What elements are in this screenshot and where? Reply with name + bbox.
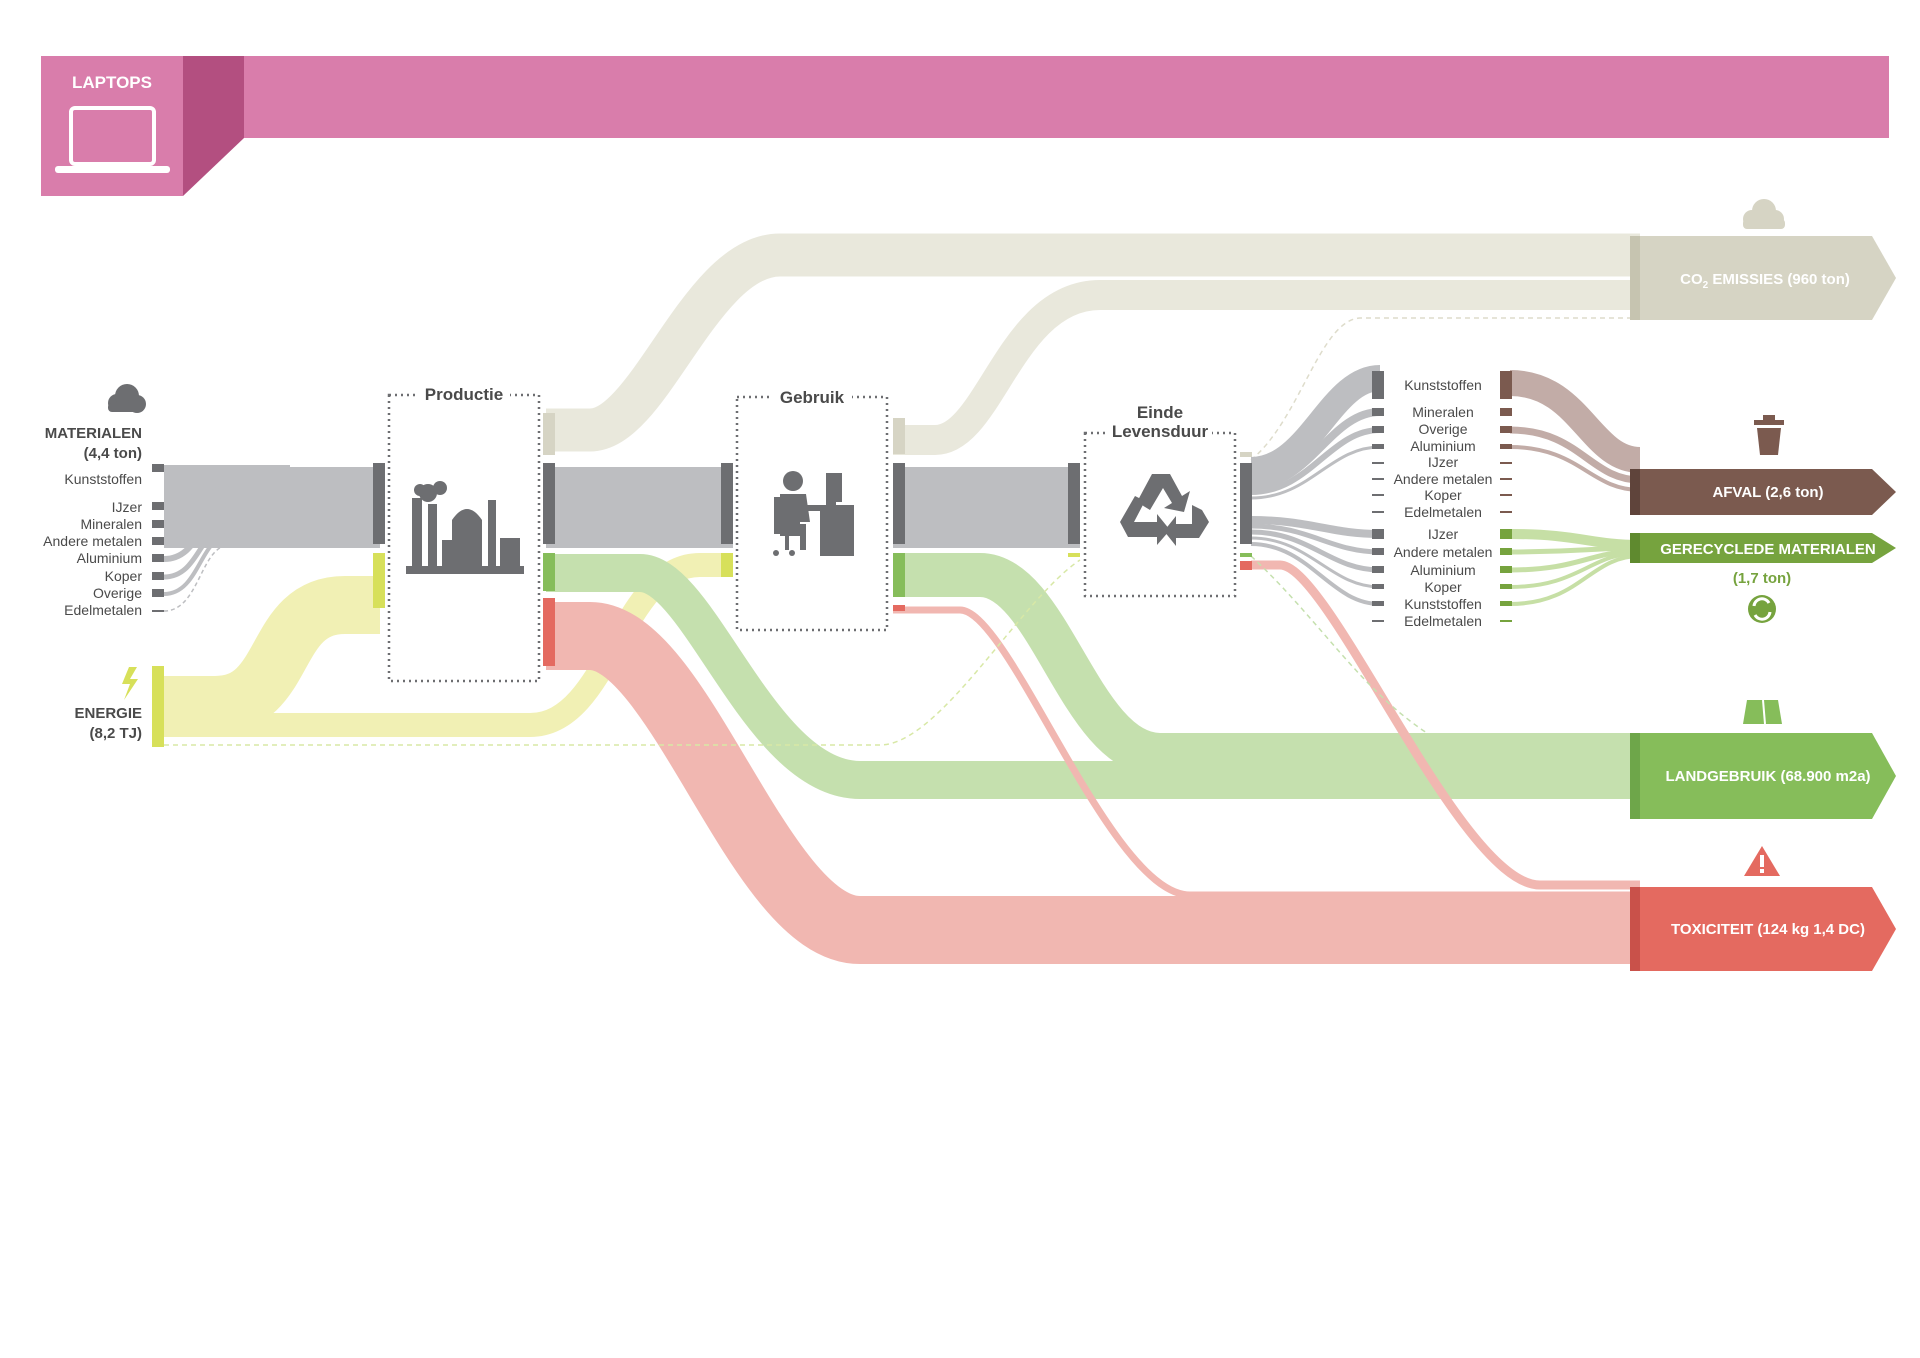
person-at-desk-icon [773, 471, 854, 556]
flow-recycled [1509, 529, 1641, 550]
material-label: Kunststoffen [64, 471, 142, 487]
recycled-material-label: Aluminium [1410, 562, 1475, 578]
flow-eol-kunststoffen [1249, 365, 1382, 483]
recycle-icon [1120, 474, 1209, 546]
warning-icon [1744, 846, 1780, 876]
output-co2: CO2 EMISSIES (960 ton) [1630, 199, 1896, 320]
production-title: Productie [425, 385, 503, 404]
flow-use-co2 [893, 280, 1640, 455]
page-title: LAPTOPS [72, 73, 152, 92]
flow-eol-toxicity [1251, 560, 1640, 890]
materials-title: MATERIALEN [45, 425, 142, 442]
flow-energy-eol-dashed [164, 559, 1081, 746]
lightning-icon [122, 667, 138, 700]
recycled-material-label: Koper [1424, 579, 1462, 595]
eol-title-line2: Levensduur [1112, 422, 1209, 441]
use-box [735, 395, 889, 632]
stage-use: Gebruik [735, 388, 889, 632]
flows [163, 233, 1642, 964]
header-bar [41, 56, 1889, 138]
flow-eol-co2-dashed [1250, 317, 1640, 461]
header-banner: LAPTOPS [41, 56, 1889, 196]
material-label: Koper [105, 568, 143, 584]
energy-title: ENERGIE [74, 705, 142, 722]
stage-production: Productie [387, 385, 541, 683]
cloud-icon [108, 384, 146, 413]
flow-use-eol [893, 467, 1080, 548]
flow-eol-land-dashed [1250, 555, 1431, 736]
waste-material-label: Overige [1418, 421, 1467, 437]
waste-material-label: Koper [1424, 487, 1462, 503]
flow-production-co2 [546, 233, 1640, 452]
recycled-amount: (1,7 ton) [1733, 570, 1791, 587]
flow-production-use [546, 467, 733, 548]
toxicity-label: TOXICITEIT (124 kg 1,4 DC) [1671, 921, 1865, 938]
flow-energy-production [164, 576, 380, 734]
waste-material-label: Edelmetalen [1404, 504, 1482, 520]
waste-material-label: Aluminium [1410, 438, 1475, 454]
cloud-icon [1743, 199, 1785, 229]
stage-eol: Einde Levensduur [1083, 400, 1237, 598]
land-icon [1743, 700, 1782, 724]
stage-endcaps [373, 413, 1252, 666]
flow-waste-afval [1509, 370, 1642, 473]
eol-title-line1: Einde [1137, 403, 1183, 422]
output-recycled: GERECYCLEDE MATERIALEN (1,7 ton) [1630, 533, 1896, 623]
material-label: IJzer [112, 499, 143, 515]
material-label: Edelmetalen [64, 602, 142, 618]
recycled-material-label: Edelmetalen [1404, 613, 1482, 629]
waste-material-label: Kunststoffen [1404, 377, 1482, 393]
waste-material-label: Mineralen [1412, 404, 1473, 420]
recycled-material-label: IJzer [1428, 526, 1459, 542]
waste-material-label: IJzer [1428, 454, 1459, 470]
trash-icon [1754, 415, 1784, 455]
recycled-material-label: Andere metalen [1394, 544, 1493, 560]
material-label: Aluminium [77, 550, 142, 566]
recycled-label: GERECYCLEDE MATERIALEN [1660, 541, 1876, 558]
output-toxicity: TOXICITEIT (124 kg 1,4 DC) [1630, 846, 1896, 971]
material-label: Andere metalen [43, 533, 142, 549]
header-fold [183, 56, 244, 196]
materials-input: MATERIALEN (4,4 ton) Kunststoffen IJzer … [43, 384, 164, 618]
flow-use-toxicity [893, 606, 1640, 899]
eol-recycled-split: IJzer Andere metalen Aluminium Koper Kun… [1372, 526, 1512, 629]
waste-material-label: Andere metalen [1394, 471, 1493, 487]
flow-use-land [893, 553, 1640, 777]
materials-amount: (4,4 ton) [84, 445, 142, 462]
factory-icon [406, 481, 524, 574]
material-label: Overige [93, 585, 142, 601]
energy-amount: (8,2 TJ) [89, 725, 142, 742]
co2-label: CO2 EMISSIES (960 ton) [1680, 271, 1850, 291]
eol-box [1083, 431, 1237, 598]
use-title: Gebruik [780, 388, 845, 407]
flow-production-land [546, 554, 1640, 799]
recycled-material-label: Kunststoffen [1404, 596, 1482, 612]
waste-label: AFVAL (2,6 ton) [1712, 484, 1823, 501]
laptop-icon [55, 106, 170, 173]
recycle-arrows-icon [1748, 595, 1776, 623]
eol-waste-split: Kunststoffen Mineralen Overige Aluminium… [1372, 371, 1512, 520]
flow-production-toxicity [546, 602, 1640, 964]
land-label: LANDGEBRUIK (68.900 m2a) [1665, 768, 1870, 785]
energy-input: ENERGIE (8,2 TJ) [74, 666, 164, 747]
output-waste: AFVAL (2,6 ton) [1630, 415, 1896, 515]
material-label: Mineralen [81, 516, 142, 532]
output-land: LANDGEBRUIK (68.900 m2a) [1630, 699, 1896, 819]
